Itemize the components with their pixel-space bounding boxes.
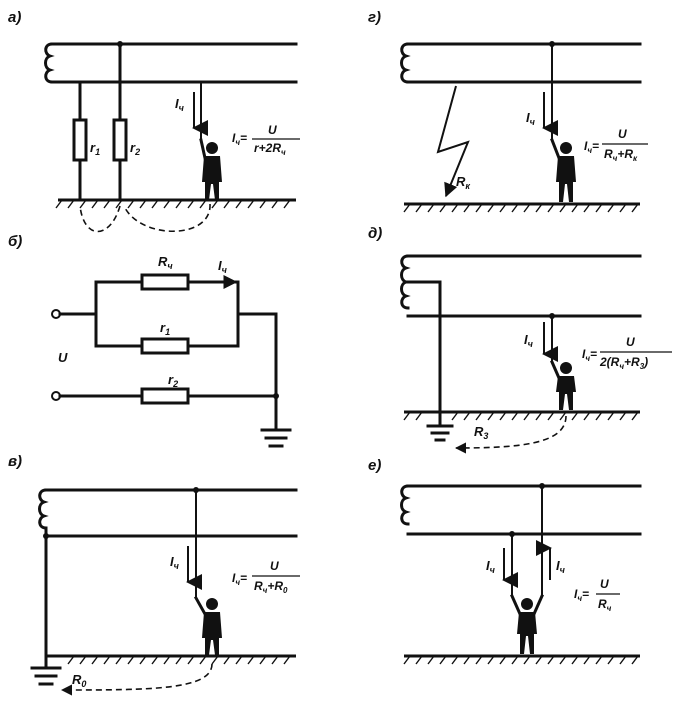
ground-hatch [403, 655, 639, 665]
svg-text:U: U [618, 127, 627, 141]
panel-label: д) [368, 225, 382, 242]
ground-symbol [260, 428, 292, 448]
resistor-rch [140, 273, 190, 291]
svg-text:Iч=: Iч= [232, 571, 247, 587]
current-label: Iч [175, 96, 185, 113]
current-label: Iч [526, 110, 536, 127]
panel-label: е) [368, 457, 381, 474]
person-figure [550, 360, 576, 410]
svg-text:2(Rч+R3): 2(Rч+R3) [599, 355, 648, 371]
panel-label: а) [8, 9, 21, 26]
resistor-r2 [140, 387, 190, 405]
svg-text:Iч=: Iч= [574, 587, 589, 603]
svg-text:U: U [268, 123, 277, 137]
transformer-winding [400, 484, 411, 526]
label-r0: R0 [72, 672, 86, 689]
ground-current-path-1 [123, 203, 211, 232]
resistor-r1 [72, 118, 88, 162]
svg-text:Iч=: Iч= [584, 139, 599, 155]
person-figure [550, 138, 576, 202]
transformer-winding [38, 488, 49, 530]
ground-hatch [403, 203, 639, 213]
label-r2: r2 [168, 372, 178, 389]
formula: Iч= U 2(Rч+R3) [582, 335, 672, 371]
label-u: U [58, 350, 68, 365]
person-figure [199, 138, 222, 200]
panel-label: г) [368, 9, 381, 26]
formula: Iч= U Rч [574, 577, 620, 613]
ground-hatch [55, 199, 291, 209]
label-r2: r2 [130, 140, 140, 157]
junction-dot [273, 393, 279, 399]
label-ich: Iч [218, 258, 228, 275]
svg-text:r+2Rч: r+2Rч [254, 141, 286, 157]
ground-hatch [403, 411, 639, 421]
svg-text:U: U [270, 559, 279, 573]
svg-text:U: U [626, 335, 635, 349]
current-label-left: Iч [486, 558, 496, 575]
current-label: Iч [170, 554, 180, 571]
panel-label: в) [8, 453, 22, 470]
transformer-winding [44, 42, 55, 84]
fault-lightning-bolt [436, 85, 470, 198]
ground-symbol [426, 424, 454, 442]
ground-current-path [454, 415, 567, 454]
current-label-right: Iч [556, 558, 566, 575]
svg-text:Rч+Rк: Rч+Rк [604, 147, 638, 163]
label-rch: Rч [158, 254, 173, 271]
ground-current-path-2 [79, 205, 121, 233]
svg-text:Iч=: Iч= [232, 131, 247, 147]
label-rk: Rк [456, 174, 470, 191]
panel-v: в) Iч Iч= U Rч+R0 [8, 453, 300, 696]
person-figure [193, 595, 222, 655]
panel-label: б) [8, 233, 22, 250]
label-r1: r1 [90, 140, 100, 157]
resistor-r1 [140, 337, 190, 355]
svg-text:U: U [600, 577, 609, 591]
formula: Iч= U Rч+Rк [584, 127, 648, 163]
panel-e: е) Iч Iч Iч= U Rч [368, 457, 642, 665]
current-label: Iч [524, 332, 534, 349]
label-r3: R3 [474, 424, 488, 441]
svg-text:Rч+R0: Rч+R0 [254, 579, 288, 595]
panel-g: г) Iч Rк Iч= U Rч+Rк [368, 9, 648, 213]
ground-current-path [60, 663, 213, 696]
svg-text:Rч: Rч [598, 597, 612, 613]
panel-b: б) Rч Iч r1 r2 U [8, 233, 292, 448]
formula: Iч= U r+2Rч [232, 123, 300, 157]
ground-hatch [67, 655, 291, 665]
transformer-winding [400, 42, 411, 84]
svg-text:Iч=: Iч= [582, 347, 597, 363]
ground-symbol [30, 666, 62, 686]
panel-d: д) Iч Iч= U 2(Rч+R3) [368, 225, 672, 454]
panel-a: а) r1 r2 Iч Iч= U r+2Rч [8, 9, 300, 233]
person-figure [510, 594, 544, 654]
formula: Iч= U Rч+R0 [232, 559, 300, 595]
label-r1: r1 [160, 320, 170, 337]
resistor-r2 [112, 118, 128, 162]
